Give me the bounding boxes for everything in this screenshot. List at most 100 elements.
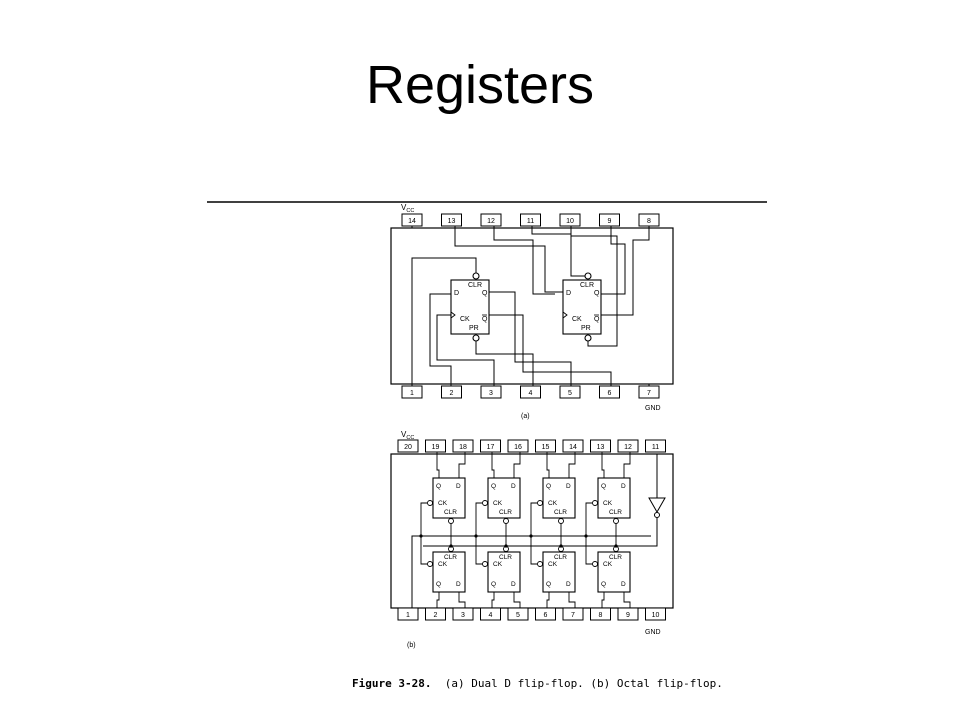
- svg-text:Q: Q: [546, 483, 551, 490]
- pin-a-bottom-4: 4: [520, 385, 541, 399]
- pin-b-bottom-6: 6: [535, 607, 556, 621]
- svg-text:13: 13: [448, 218, 456, 225]
- svg-text:8: 8: [647, 218, 651, 225]
- svg-text:17: 17: [487, 444, 495, 451]
- svg-text:Q: Q: [436, 581, 441, 588]
- svg-text:D: D: [621, 483, 626, 490]
- svg-text:5: 5: [516, 612, 520, 619]
- svg-text:7: 7: [571, 612, 575, 619]
- svg-text:5: 5: [568, 390, 572, 397]
- svg-text:Q: Q: [601, 581, 606, 588]
- svg-text:3: 3: [489, 390, 493, 397]
- pin-b-bottom-7: 7: [562, 607, 584, 621]
- svg-text:1: 1: [406, 612, 410, 619]
- svg-text:PR: PR: [581, 325, 591, 332]
- octal-flip-flop-diagram: [390, 453, 674, 609]
- svg-text:2: 2: [450, 390, 454, 397]
- svg-text:14: 14: [408, 218, 416, 225]
- chip-b-body: [390, 453, 674, 609]
- svg-text:CLR: CLR: [468, 282, 482, 289]
- figure-b-label: (b): [407, 642, 416, 649]
- vcc-label-a: VCC: [401, 203, 414, 214]
- svg-text:Q: Q: [594, 316, 600, 323]
- svg-text:CLR: CLR: [554, 509, 567, 516]
- pin-a-top-13: 13: [441, 213, 462, 227]
- pin-a-top-12: 12: [480, 213, 502, 227]
- svg-text:18: 18: [459, 444, 467, 451]
- svg-text:CK: CK: [438, 561, 448, 568]
- vcc-label-b: VCC: [401, 430, 414, 441]
- pin-b-top-14: 14: [562, 439, 584, 453]
- pin-b-top-20: 20: [397, 439, 419, 453]
- svg-text:D: D: [511, 483, 516, 490]
- svg-text:8: 8: [599, 612, 603, 619]
- svg-text:CLR: CLR: [499, 509, 512, 516]
- octal-flip-flop-2-upper: Q D CK CLR: [474, 452, 521, 548]
- svg-text:2: 2: [434, 612, 438, 619]
- svg-text:10: 10: [652, 612, 660, 619]
- chip-a-body: [390, 227, 674, 385]
- svg-text:13: 13: [597, 444, 605, 451]
- svg-text:9: 9: [608, 218, 612, 225]
- pin-a-top-8: 8: [638, 213, 660, 227]
- svg-text:11: 11: [527, 218, 534, 225]
- gnd-label-b: GND: [645, 629, 661, 636]
- pin-b-top-17: 17: [480, 439, 501, 453]
- figure-number: Figure 3-28.: [352, 677, 432, 690]
- svg-text:10: 10: [566, 218, 574, 225]
- svg-text:CK: CK: [493, 561, 503, 568]
- svg-text:PR: PR: [469, 325, 479, 332]
- svg-text:CK: CK: [603, 500, 613, 507]
- caption-text: (a) Dual D flip-flop. (b) Octal flip-flo…: [444, 677, 723, 690]
- svg-text:CK: CK: [603, 561, 613, 568]
- chip-a-top-pins: 14 13 12 11 10 9 8: [401, 213, 660, 227]
- svg-text:D: D: [621, 581, 626, 588]
- svg-text:CK: CK: [493, 500, 503, 507]
- dual-d-flip-flop-diagram: [390, 227, 674, 385]
- pin-a-top-9: 9: [599, 213, 620, 227]
- svg-text:6: 6: [608, 390, 612, 397]
- svg-text:Q: Q: [436, 483, 441, 490]
- pin-b-bottom-3: 3: [452, 607, 474, 621]
- svg-text:CK: CK: [438, 500, 448, 507]
- svg-text:4: 4: [529, 390, 533, 397]
- slide-title: Registers: [365, 55, 595, 115]
- svg-text:CLR: CLR: [499, 554, 512, 561]
- svg-text:7: 7: [647, 390, 651, 397]
- svg-text:CK: CK: [572, 316, 582, 323]
- svg-text:14: 14: [569, 444, 577, 451]
- pin-a-bottom-3: 3: [480, 385, 502, 399]
- pin-b-bottom-1: 1: [397, 607, 419, 621]
- pin-b-top-11: 11: [645, 439, 666, 453]
- svg-text:CLR: CLR: [580, 282, 594, 289]
- svg-text:16: 16: [514, 444, 522, 451]
- pin-a-bottom-5: 5: [559, 385, 581, 399]
- svg-text:CK: CK: [548, 500, 558, 507]
- svg-text:D: D: [566, 290, 571, 297]
- svg-text:D: D: [456, 581, 461, 588]
- pin-a-top-11: 11: [520, 213, 541, 227]
- pin-b-bottom-5: 5: [507, 607, 529, 621]
- svg-text:CLR: CLR: [609, 554, 622, 561]
- svg-text:D: D: [454, 290, 459, 297]
- pin-a-bottom-1: 1: [401, 385, 423, 399]
- pin-b-bottom-2: 2: [425, 607, 446, 621]
- chip-a-bottom-pins: 1 2 3 4 5 6 7: [401, 385, 660, 399]
- svg-text:12: 12: [624, 444, 632, 451]
- pin-b-bottom-4: 4: [480, 607, 501, 621]
- figure-caption: Figure 3-28. (a) Dual D flip-flop. (b) O…: [352, 677, 723, 690]
- svg-text:Q: Q: [601, 483, 606, 490]
- svg-text:D: D: [511, 581, 516, 588]
- svg-text:19: 19: [432, 444, 440, 451]
- svg-text:Q: Q: [491, 483, 496, 490]
- svg-text:CK: CK: [460, 316, 470, 323]
